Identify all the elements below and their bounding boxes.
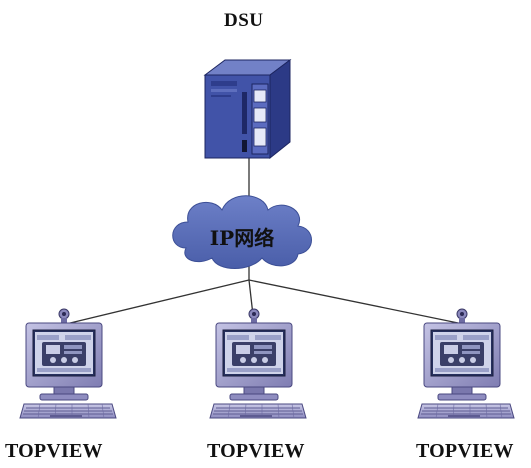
server-label: DSU — [224, 10, 264, 31]
ip-network-cloud-icon: IP网络 — [172, 195, 312, 269]
link-to-terminal-1 — [65, 279, 250, 325]
terminal-1-label: TOPVIEW — [5, 440, 103, 462]
terminal-2-label: TOPVIEW — [207, 440, 305, 462]
terminal-1-computer-icon — [19, 308, 117, 419]
terminal-3-label: TOPVIEW — [416, 440, 514, 462]
dsu-server-icon — [203, 59, 292, 160]
terminal-2-computer-icon — [209, 308, 307, 419]
terminal-3-computer-icon — [417, 308, 515, 419]
network-label: IP网络 — [210, 226, 274, 250]
link-to-terminal-3 — [248, 279, 464, 325]
